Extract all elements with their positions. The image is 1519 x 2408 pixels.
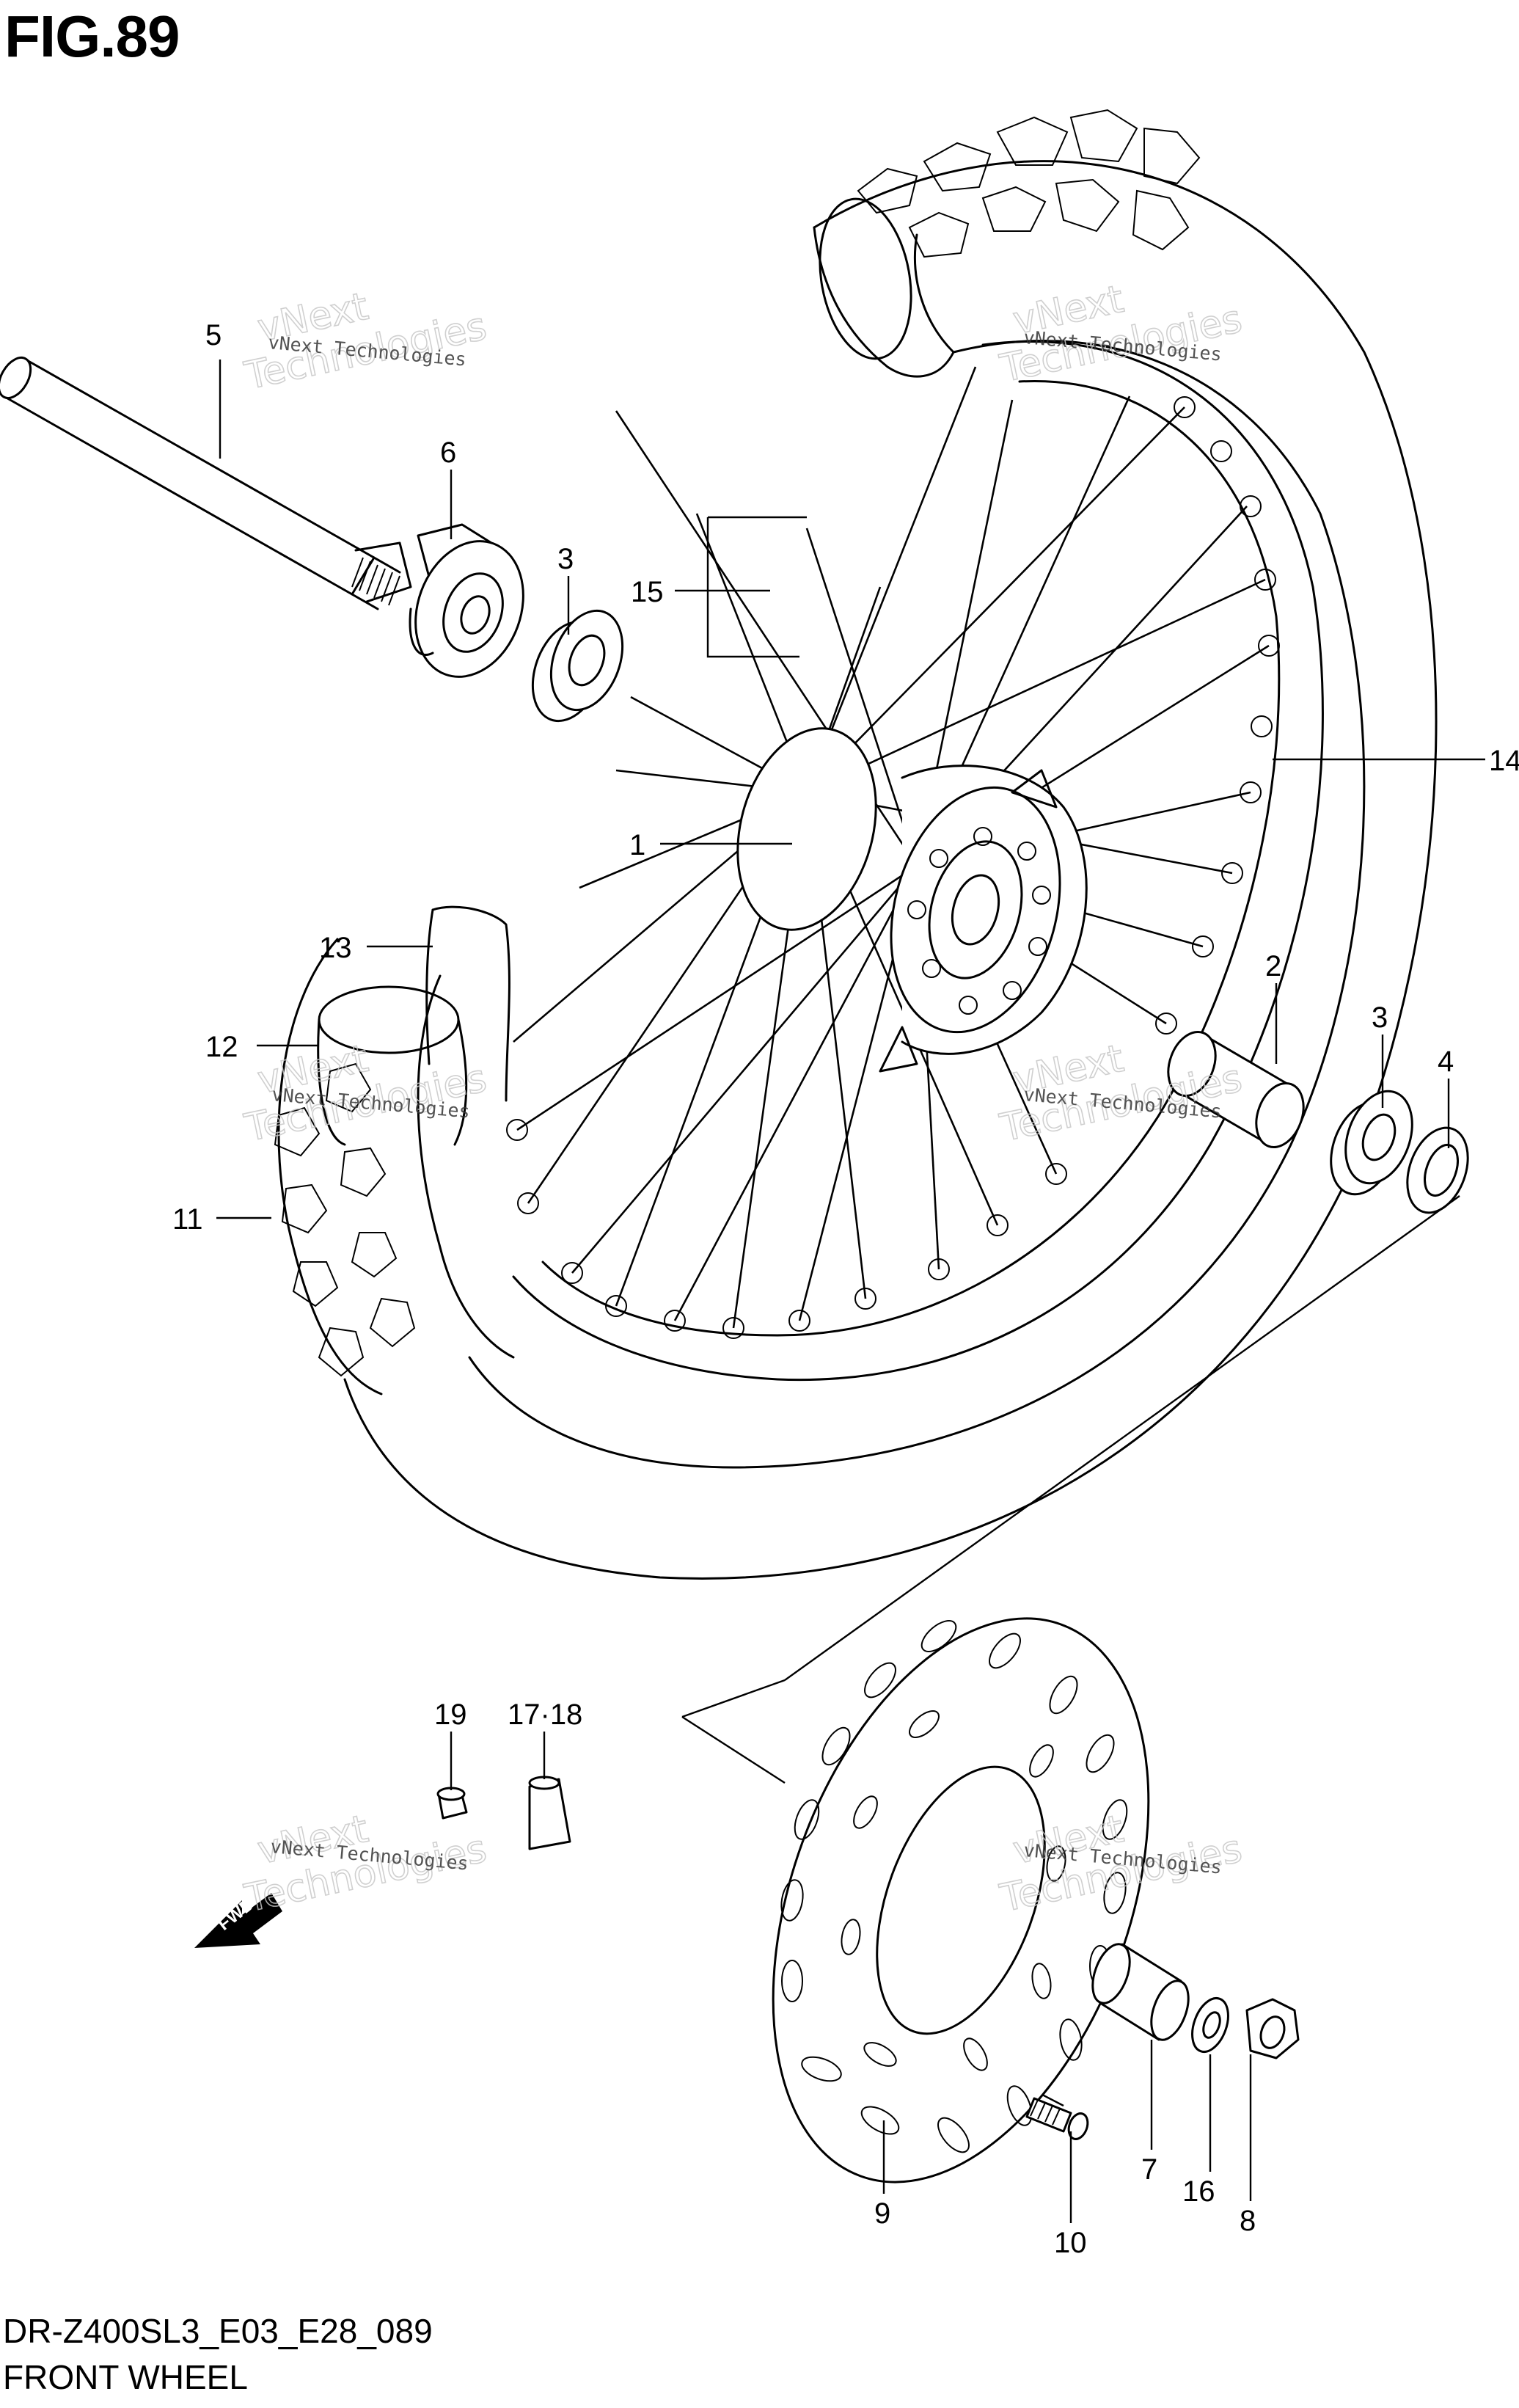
- bearing-3-left: [531, 609, 624, 723]
- spacer-2: [1167, 1030, 1305, 1149]
- disc-bolt-10: [1025, 2097, 1089, 2140]
- callout-17-18: 17·18: [508, 1699, 582, 1731]
- figure-caption: FRONT WHEEL: [3, 2358, 248, 2396]
- axle-5: [0, 357, 412, 610]
- callout-16: 16: [1182, 2175, 1215, 2208]
- callout-3-right: 3: [1372, 1001, 1388, 1034]
- axle-nut-8: [1245, 1998, 1300, 2059]
- oil-seal-4: [1406, 1126, 1469, 1214]
- callout-13: 13: [319, 932, 352, 964]
- callout-7: 7: [1141, 2153, 1157, 2186]
- callout-4: 4: [1438, 1046, 1454, 1078]
- tube-12: [317, 905, 510, 1146]
- washer-16: [1191, 1997, 1229, 2053]
- model-code: DR-Z400SL3_E03_E28_089: [3, 2312, 433, 2350]
- callout-3-left: 3: [557, 543, 574, 575]
- callout-14: 14: [1489, 745, 1519, 777]
- callout-10: 10: [1054, 2227, 1087, 2259]
- callout-9: 9: [874, 2197, 890, 2230]
- callout-labels: 5 6 3 15 1 14 2 3 4 13 12 11 19 17·18 9 …: [172, 319, 1519, 2259]
- spacer-7: [1091, 1943, 1190, 2041]
- brake-disc-9: [772, 1617, 1150, 2183]
- callout-19: 19: [434, 1699, 467, 1731]
- valve-cap-19: [436, 1787, 468, 1820]
- callout-8: 8: [1240, 2205, 1256, 2237]
- callout-11: 11: [172, 1203, 203, 1236]
- callout-15: 15: [631, 576, 664, 608]
- hub-1: [736, 727, 1088, 1073]
- callout-5: 5: [205, 319, 222, 351]
- valve-nut-17-18: [528, 1776, 571, 1850]
- spokes: [513, 366, 1270, 1329]
- bearing-3-right: [1330, 1090, 1413, 1196]
- callout-6: 6: [440, 437, 456, 469]
- callout-1: 1: [629, 829, 645, 861]
- gear-box-6: [409, 523, 524, 678]
- figure-title: FIG.89: [4, 4, 180, 69]
- callout-12: 12: [205, 1031, 238, 1063]
- callout-2: 2: [1265, 950, 1281, 982]
- leader-lines: [216, 360, 1485, 2223]
